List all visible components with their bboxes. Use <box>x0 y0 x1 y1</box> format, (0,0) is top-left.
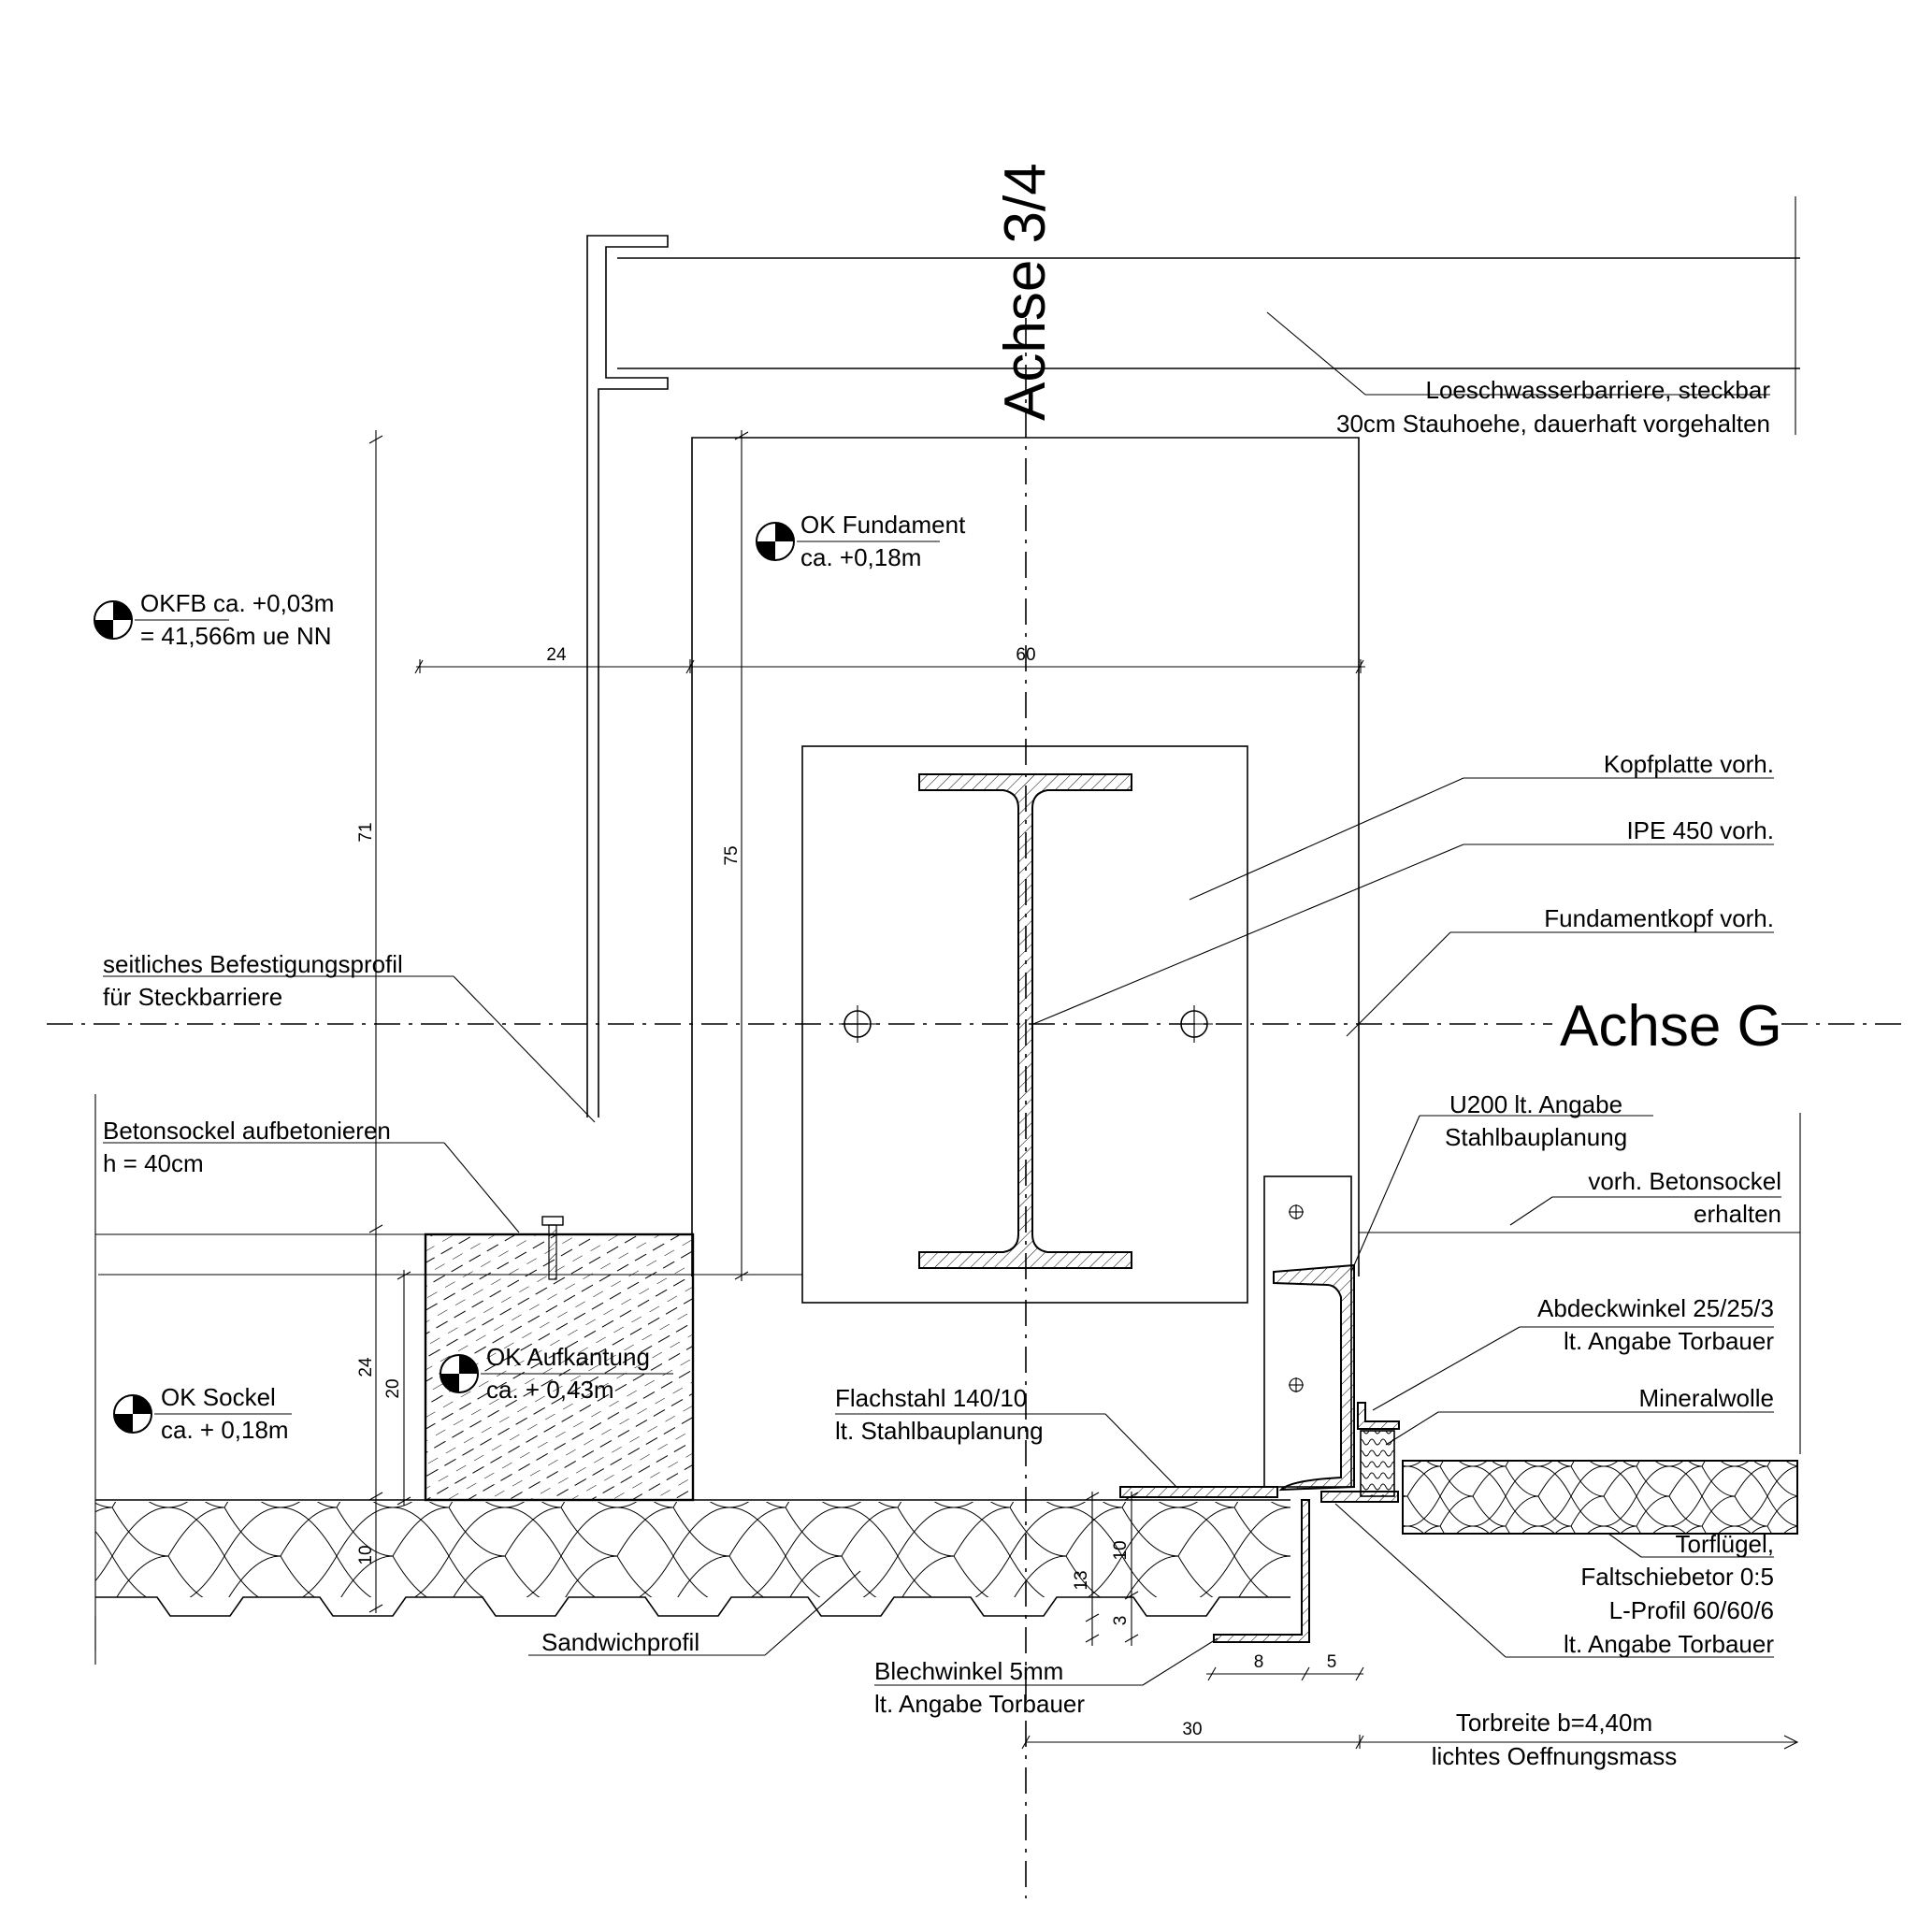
label-ok-aufkantung-2: ca. + 0,43m <box>486 1376 614 1404</box>
label-betonsockel-neu-2: h = 40cm <box>103 1149 204 1177</box>
dimension-top <box>414 659 1365 674</box>
label-blechwinkel-2: lt. Angabe Torbauer <box>874 1690 1085 1718</box>
label-loeschwasser-2: 30cm Stauhoehe, dauerhaft vorgehalten <box>1336 410 1770 438</box>
leaders-abdeck-mineral <box>1372 1326 1774 1446</box>
label-ok-fundament-1: OK Fundament <box>800 511 966 539</box>
dim-24-top: 24 <box>546 645 567 665</box>
label-ok-sockel-2: ca. + 0,18m <box>161 1416 289 1444</box>
leaders-right <box>1032 777 1774 1037</box>
u200-profile <box>1273 1263 1355 1492</box>
label-kopfplatte: Kopfplatte vorh. <box>1604 750 1774 778</box>
sandwich-profile <box>94 1502 1290 1656</box>
label-abdeckwinkel-2: lt. Angabe Torbauer <box>1564 1327 1774 1355</box>
label-betonsockel-vorh-1: vorh. Betonsockel <box>1588 1167 1781 1195</box>
dim-20: 20 <box>383 1378 403 1398</box>
label-torbreite-1: Torbreite b=4,40m <box>1456 1709 1652 1737</box>
label-befestigung-2: für Steckbarriere <box>103 983 282 1011</box>
label-flachstahl-2: lt. Stahlbauplanung <box>835 1417 1044 1445</box>
leader-flachstahl <box>835 1413 1177 1488</box>
label-blechwinkel-1: Blechwinkel 5mm <box>874 1657 1063 1685</box>
dimension-small-vertical <box>1085 1492 1139 1646</box>
leader-blechwinkel <box>874 1637 1218 1686</box>
leader-betonsockel-neu <box>103 1142 520 1233</box>
label-torfluegel-1: Torflügel, <box>1676 1530 1775 1558</box>
leader-l-profil <box>1334 1503 1774 1658</box>
bolt-u200-bottom <box>1289 1377 1304 1392</box>
dim-30: 30 <box>1182 1720 1202 1739</box>
dim-60: 60 <box>1016 645 1035 665</box>
label-u200-1: U200 lt. Angabe <box>1449 1090 1622 1118</box>
label-loeschwasser-1: Loeschwasserbarriere, steckbar <box>1426 376 1771 404</box>
dim-8: 8 <box>1254 1652 1264 1672</box>
dim-3: 3 <box>1111 1616 1131 1626</box>
bolt-u200-top <box>1289 1204 1304 1219</box>
label-abdeckwinkel-1: Abdeckwinkel 25/25/3 <box>1537 1294 1774 1322</box>
level-mark-ok-sockel <box>113 1394 292 1434</box>
label-ok-sockel-1: OK Sockel <box>161 1383 276 1411</box>
label-mineralwolle: Mineralwolle <box>1639 1384 1775 1412</box>
label-torfluegel-2: Faltschiebetor 0:5 <box>1580 1563 1774 1591</box>
label-betonsockel-neu-1: Betonsockel aufbetonieren <box>103 1117 391 1145</box>
level-mark-okfb <box>94 600 229 640</box>
leader-u200 <box>1350 1115 1653 1273</box>
bolt-hole-left <box>839 1005 876 1043</box>
ipe-450-section <box>918 773 1132 1269</box>
label-okfb-1: OKFB ca. +0,03m <box>140 589 334 617</box>
label-ok-fundament-2: ca. +0,18m <box>800 543 921 571</box>
dim-5: 5 <box>1327 1652 1337 1672</box>
abdeckwinkel <box>1357 1402 1400 1430</box>
dimension-bottom <box>1021 1735 1799 1750</box>
kopfplatte <box>801 745 1248 1304</box>
label-okfb-2: = 41,566m ue NN <box>140 622 332 650</box>
anchor-bolt <box>541 1216 564 1280</box>
label-betonsockel-vorh-2: erhalten <box>1694 1200 1781 1228</box>
bolt-hole-right <box>1175 1005 1213 1043</box>
dim-24-left: 24 <box>356 1357 376 1377</box>
label-u200-2: Stahlbauplanung <box>1445 1123 1627 1151</box>
label-flachstahl-1: Flachstahl 140/10 <box>835 1384 1027 1412</box>
level-mark-ok-fundament <box>756 522 940 561</box>
label-fundamentkopf: Fundamentkopf vorh. <box>1544 904 1774 932</box>
dim-13: 13 <box>1072 1570 1091 1590</box>
dimension-small-horizontal <box>1206 1666 1364 1681</box>
torfluegel <box>1320 1460 1798 1558</box>
mineralwolle <box>1360 1430 1395 1497</box>
axis-label-vertical: Achse 3/4 <box>993 163 1058 421</box>
label-befestigung-1: seitliches Befestigungsprofil <box>103 950 403 978</box>
label-torfluegel-3: L-Profil 60/60/6 <box>1609 1596 1774 1624</box>
leader-befestigung <box>103 975 596 1123</box>
label-ok-aufkantung-1: OK Aufkantung <box>486 1343 650 1371</box>
label-torfluegel-4: lt. Angabe Torbauer <box>1564 1630 1774 1658</box>
dim-71: 71 <box>356 822 376 842</box>
dimension-71 <box>368 430 383 1501</box>
dim-10-right: 10 <box>1111 1540 1131 1560</box>
label-ipe: IPE 450 vorh. <box>1626 816 1774 844</box>
blechwinkel <box>1213 1499 1310 1643</box>
dimension-75 <box>734 430 749 1281</box>
axis-label-horizontal: Achse G <box>1560 994 1782 1059</box>
label-sandwich: Sandwichprofil <box>541 1628 699 1656</box>
loeschwasser-barrier <box>586 196 1800 1117</box>
flachstahl <box>1119 1486 1278 1498</box>
level-mark-ok-aufkantung <box>440 1354 673 1393</box>
label-torbreite-2: lichtes Oeffnungsmass <box>1432 1742 1678 1770</box>
axis-lines <box>47 318 1903 1898</box>
dim-75: 75 <box>722 845 742 865</box>
